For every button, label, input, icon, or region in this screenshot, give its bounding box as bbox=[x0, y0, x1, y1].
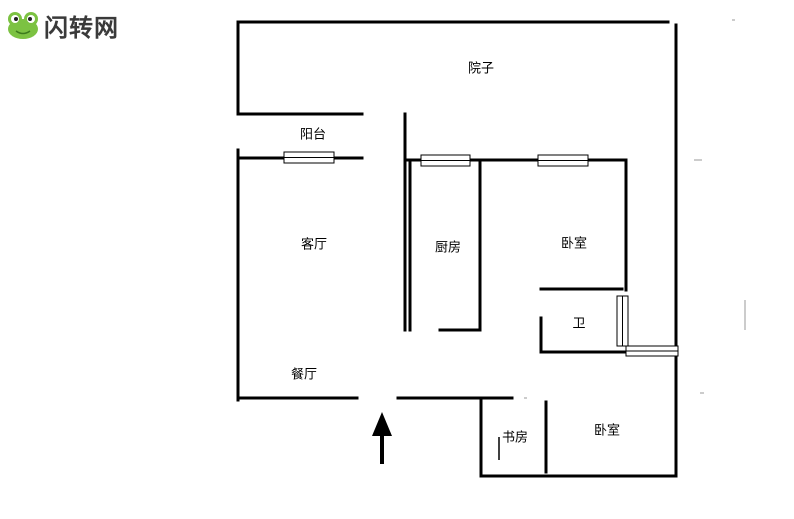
watermark-logo: 闪转网 bbox=[6, 8, 119, 42]
room-label-living-room: 客厅 bbox=[301, 237, 327, 253]
misc-marks bbox=[498, 19, 746, 460]
room-label-kitchen: 厨房 bbox=[435, 240, 461, 256]
room-label-bedroom-2: 卧室 bbox=[594, 423, 620, 439]
room-label-bathroom: 卫 bbox=[572, 317, 585, 332]
frog-logo-icon bbox=[8, 12, 38, 39]
windows bbox=[283, 151, 679, 357]
up-arrow-icon bbox=[372, 412, 392, 464]
walls bbox=[236, 20, 678, 478]
room-label-yard: 院子 bbox=[468, 62, 494, 77]
room-label-bedroom-1: 卧室 bbox=[561, 236, 587, 252]
room-label-study: 书房 bbox=[502, 430, 528, 446]
room-label-balcony: 阳台 bbox=[300, 128, 326, 143]
watermark-text: 闪转网 bbox=[44, 13, 119, 42]
room-label-dining-room: 餐厅 bbox=[291, 367, 317, 383]
